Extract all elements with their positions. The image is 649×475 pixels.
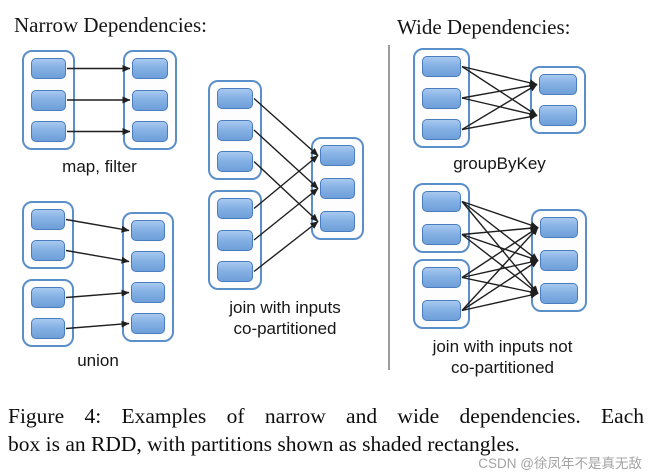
- dependency-arrow: [253, 187, 319, 241]
- section-divider-line: [388, 45, 390, 370]
- dependency-arrow: [461, 65, 538, 117]
- rdd-partition: [31, 58, 66, 79]
- diagram-label-union: union: [77, 351, 119, 370]
- narrow-dependencies-heading: Narrow Dependencies:: [14, 13, 207, 37]
- rdd-partition: [31, 240, 65, 261]
- diagram-label-join-not-co-partitioned: join with inputs not co-partitioned: [432, 337, 573, 377]
- rdd-box-join-nonco-source-2: [413, 259, 470, 329]
- rdd-box-join-co-source-1: [208, 80, 262, 180]
- diagram-label-map-filter: map, filter: [62, 157, 137, 176]
- rdd-partition: [422, 300, 461, 321]
- dependency-arrow: [461, 224, 539, 236]
- rdd-box-map-filter-source: [22, 50, 75, 150]
- figure-caption-line-2: box is an RDD, with partitions shown as …: [8, 432, 520, 456]
- wide-dependencies-heading: Wide Dependencies:: [397, 15, 571, 39]
- rdd-box-union-source-1: [22, 201, 74, 269]
- rdd-partition: [131, 313, 165, 334]
- rdd-partition: [132, 89, 168, 111]
- dependency-arrow: [461, 233, 539, 295]
- rdd-partition: [217, 261, 253, 282]
- dependency-arrow: [253, 129, 319, 190]
- rdd-partition: [132, 121, 168, 142]
- rdd-partition: [422, 56, 461, 77]
- rdd-partition: [31, 209, 65, 230]
- dependency-arrow: [253, 154, 319, 210]
- rdd-partition: [540, 283, 578, 304]
- dependency-arrow: [461, 82, 538, 99]
- csdn-watermark: CSDN @徐凤年不是真无敌: [478, 456, 642, 471]
- rdd-partition: [422, 119, 461, 140]
- dependency-arrow: [461, 258, 539, 279]
- rdd-partition: [422, 191, 461, 212]
- figure-caption: Figure 4: Examples of narrow and wide de…: [8, 402, 644, 458]
- rdd-partition: [217, 198, 253, 219]
- rdd-partition: [31, 89, 66, 111]
- rdd-box-groupbykey-target: [530, 66, 586, 134]
- rdd-partition: [422, 224, 461, 245]
- dependency-arrow: [461, 227, 539, 311]
- rdd-partition: [422, 267, 461, 288]
- rdd-partition: [217, 88, 253, 109]
- rdd-box-join-nonco-target: [531, 209, 587, 312]
- rdd-partition: [320, 178, 355, 199]
- dependency-arrow: [253, 220, 319, 273]
- dependency-arrow: [461, 83, 538, 131]
- rdd-box-join-nonco-source-1: [413, 183, 470, 253]
- rdd-partition: [131, 220, 165, 241]
- rdd-partition: [31, 287, 65, 308]
- dependency-arrow: [253, 97, 319, 157]
- diagram-label-groupbykey: groupByKey: [453, 154, 546, 173]
- rdd-partition: [540, 250, 578, 271]
- rdd-box-union-target: [122, 212, 174, 342]
- dependency-arrow: [461, 200, 539, 262]
- dependency-arrow: [65, 320, 130, 330]
- rdd-partition: [31, 121, 66, 142]
- rdd-partition: [131, 251, 165, 272]
- dependency-arrow: [461, 233, 539, 262]
- rdd-partition: [217, 151, 253, 172]
- rdd-partition: [320, 145, 355, 166]
- rdd-box-union-source-2: [22, 279, 74, 347]
- diagram-label-join-co-partitioned: join with inputs co-partitioned: [229, 298, 341, 338]
- dependency-arrow: [461, 201, 539, 294]
- dependency-arrow: [461, 276, 539, 296]
- dependency-arrow: [65, 249, 130, 264]
- dependency-arrow: [461, 291, 539, 312]
- rdd-partition: [217, 119, 253, 141]
- rdd-partition: [422, 87, 461, 109]
- rdd-box-join-co-target: [311, 137, 364, 240]
- rdd-partition: [320, 211, 355, 232]
- dependency-arrow: [461, 259, 539, 312]
- dependency-arrow: [461, 200, 539, 229]
- rdd-partition: [540, 217, 578, 238]
- rdd-partition: [539, 105, 577, 126]
- rdd-partition: [132, 58, 168, 79]
- dependency-arrow: [461, 113, 538, 131]
- rdd-box-join-co-source-2: [208, 190, 262, 290]
- dependency-arrow: [461, 97, 538, 118]
- rdd-partition: [539, 74, 577, 95]
- dependency-arrow: [65, 289, 130, 299]
- figure-caption-line-1: Figure 4: Examples of narrow and wide de…: [8, 404, 644, 428]
- dependency-arrow: [461, 65, 538, 87]
- dependency-arrow: [461, 226, 539, 279]
- rdd-box-map-filter-target: [123, 50, 177, 150]
- dependency-arrow: [65, 218, 130, 233]
- rdd-box-groupbykey-source: [413, 48, 470, 148]
- rdd-partition: [31, 318, 65, 339]
- dependency-arrow: [253, 160, 319, 223]
- rdd-partition: [131, 282, 165, 303]
- rdd-partition: [217, 229, 253, 251]
